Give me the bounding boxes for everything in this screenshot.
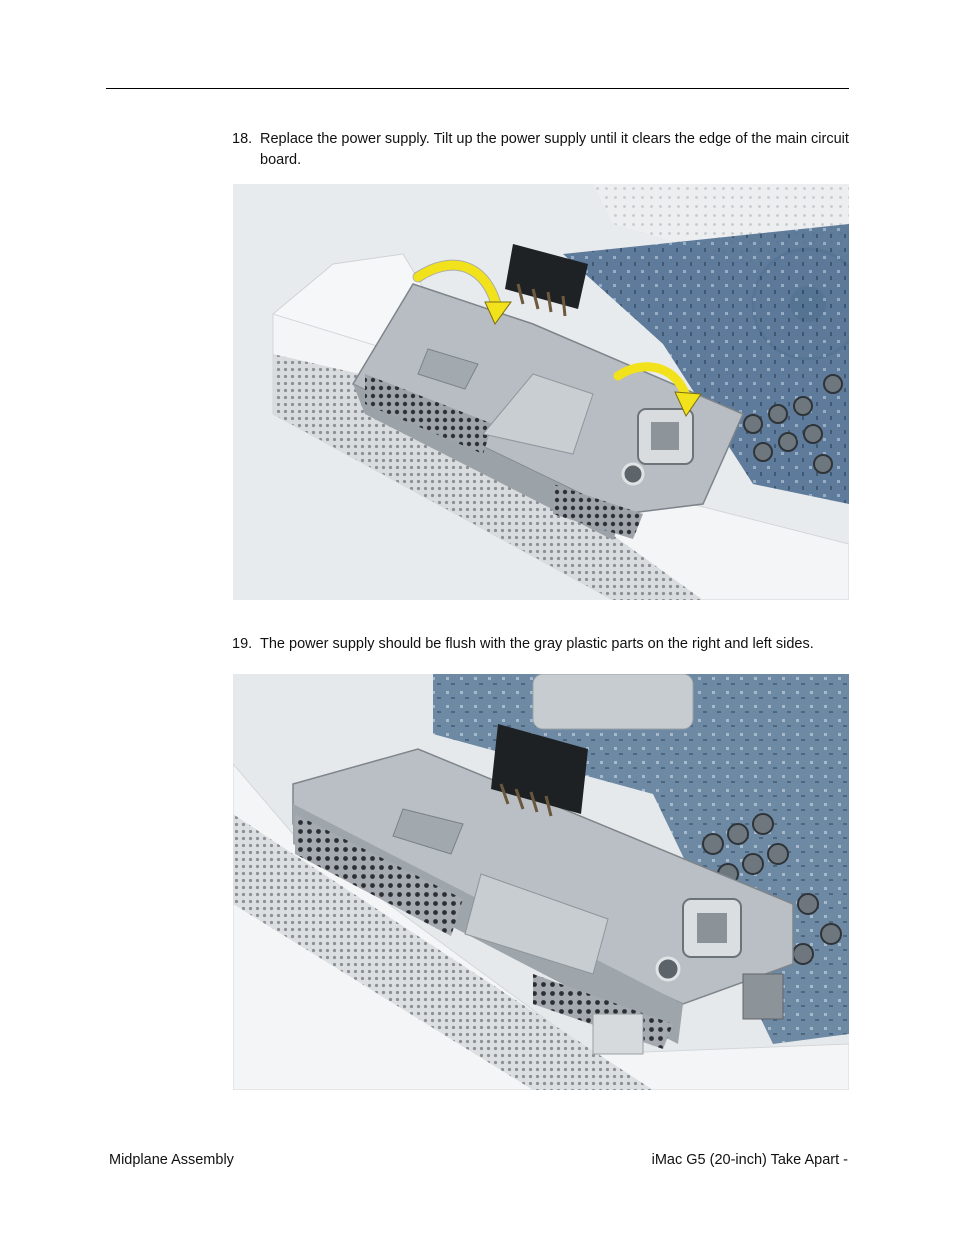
step-text: Replace the power supply. Tilt up the po… (260, 131, 849, 168)
step-text: The power supply should be flush with th… (260, 636, 814, 652)
footer-document-title: iMac G5 (20-inch) Take Apart - (651, 1152, 848, 1168)
photo-power-supply-flush (233, 674, 849, 1090)
step-18: 18. Replace the power supply. Tilt up th… (232, 129, 852, 171)
step-number: 18. (232, 131, 253, 147)
step-19: 19. The power supply should be flush wit… (232, 634, 852, 655)
photo-power-supply-tilted (233, 184, 849, 600)
step-number: 19. (232, 636, 253, 652)
header-rule (106, 88, 849, 89)
footer-section-title: Midplane Assembly (109, 1152, 234, 1168)
